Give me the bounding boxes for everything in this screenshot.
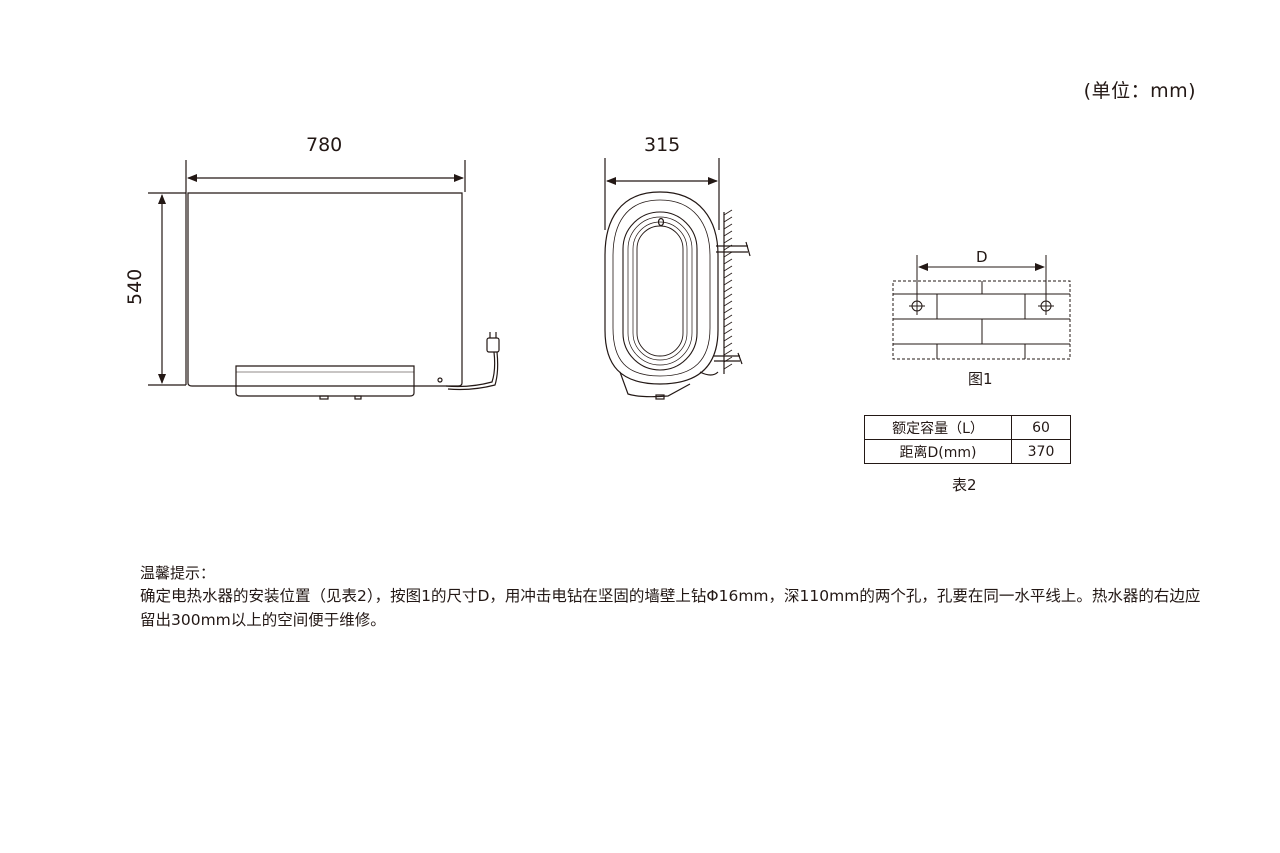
figure1-brick-wall [892, 255, 1071, 360]
heater-body-front [187, 192, 463, 387]
tip-title: 温馨提示： [140, 564, 216, 582]
width-label: 780 [306, 134, 343, 156]
side-view [604, 158, 751, 400]
distance-key: 距离D(mm) [864, 439, 1012, 464]
table2-caption: 表2 [952, 476, 977, 494]
depth-label: 315 [644, 134, 681, 156]
table-row: 距离D(mm) 370 [864, 439, 1071, 464]
unit-note: (单位：mm) [1083, 80, 1196, 102]
table-row: 额定容量（L） 60 [864, 415, 1071, 440]
tip-body: 确定电热水器的安装位置（见表2），按图1的尺寸D，用冲击电钻在坚固的墙壁上钻Φ1… [140, 587, 1201, 629]
capacity-key: 额定容量（L） [864, 415, 1012, 440]
power-cord [445, 351, 496, 388]
heater-body-side [604, 191, 719, 385]
distance-d-label: D [976, 248, 988, 266]
spec-table: 额定容量（L） 60 距离D(mm) 370 [864, 415, 1071, 464]
figure1-caption: 图1 [968, 370, 993, 388]
height-label: 540 [124, 268, 146, 305]
control-panel [235, 365, 415, 397]
capacity-value: 60 [1011, 415, 1071, 440]
front-view [148, 160, 500, 400]
distance-value: 370 [1011, 439, 1071, 464]
